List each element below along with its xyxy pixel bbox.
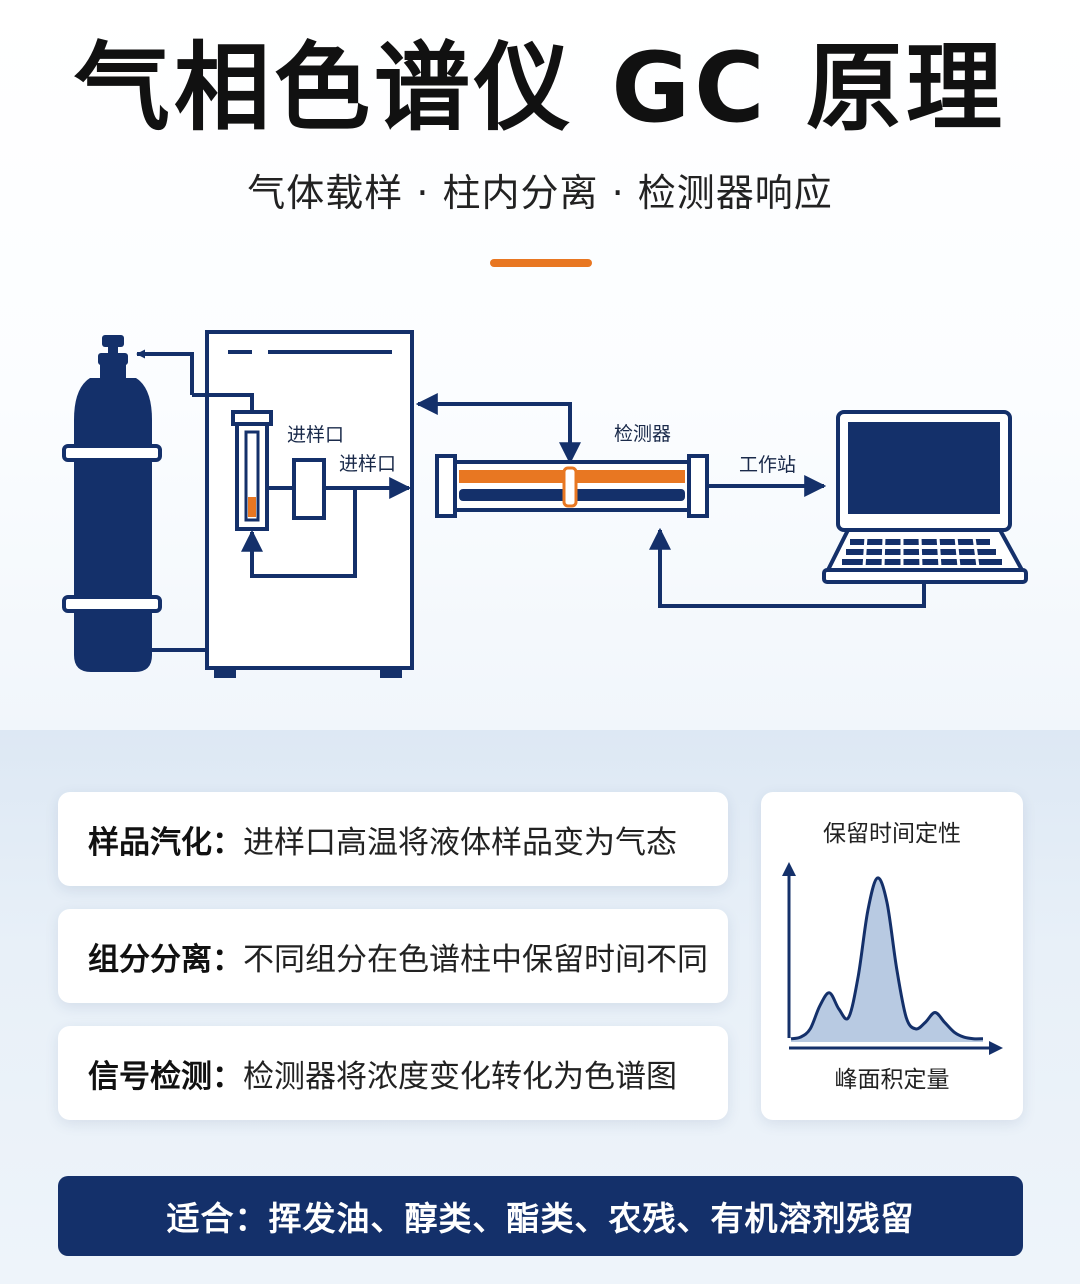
chart-top-label: 保留时间定性 bbox=[823, 821, 961, 847]
gc-schematic: 进样口 进样口 检测器 工作站 bbox=[62, 330, 1028, 678]
inlet-label-1: 进样口 bbox=[287, 424, 344, 446]
page-subtitle: 气体载样 · 柱内分离 · 检测器响应 bbox=[247, 171, 833, 215]
column-icon bbox=[435, 454, 709, 518]
signal-line bbox=[790, 876, 984, 1041]
card-detection: 信号检测：检测器将浓度变化转化为色谱图 bbox=[58, 1026, 728, 1120]
y-axis-arrow bbox=[782, 862, 796, 876]
page-title: 气相色谱仪 GC 原理 bbox=[73, 32, 1007, 144]
inlet-label-2: 进样口 bbox=[339, 453, 396, 475]
card-separation: 组分分离：不同组分在色谱柱中保留时间不同 bbox=[58, 909, 728, 1003]
computer-workstation-icon bbox=[822, 410, 1028, 584]
chart-bottom-label: 峰面积定量 bbox=[834, 1067, 950, 1093]
top-background bbox=[0, 0, 1080, 730]
detector-label: 检测器 bbox=[614, 423, 671, 445]
workstation-label: 工作站 bbox=[739, 454, 796, 476]
card-text: 检测器将浓度变化转化为色谱图 bbox=[243, 1058, 677, 1095]
accent-bar bbox=[490, 259, 592, 267]
chromatogram-card: 保留时间定性 峰面积定量 bbox=[761, 792, 1023, 1120]
card-label: 样品汽化： bbox=[88, 824, 243, 861]
card-vaporization: 样品汽化：进样口高温将液体样品变为气态 bbox=[58, 792, 728, 886]
inlet-block-icon bbox=[292, 458, 326, 520]
card-text: 进样口高温将液体样品变为气态 bbox=[243, 824, 677, 861]
card-label: 组分分离： bbox=[88, 941, 243, 978]
card-text: 不同组分在色谱柱中保留时间不同 bbox=[243, 941, 708, 978]
peak-area bbox=[791, 877, 983, 1042]
chromatogram-chart bbox=[782, 862, 1003, 1055]
gas-cylinder-icon bbox=[62, 335, 162, 672]
card-label: 信号检测： bbox=[88, 1058, 243, 1095]
x-axis-arrow bbox=[989, 1041, 1003, 1055]
sample-vial-icon bbox=[231, 410, 273, 531]
applications-banner: 适合：挥发油、醇类、酯类、农残、有机溶剂残留 bbox=[58, 1176, 1023, 1256]
